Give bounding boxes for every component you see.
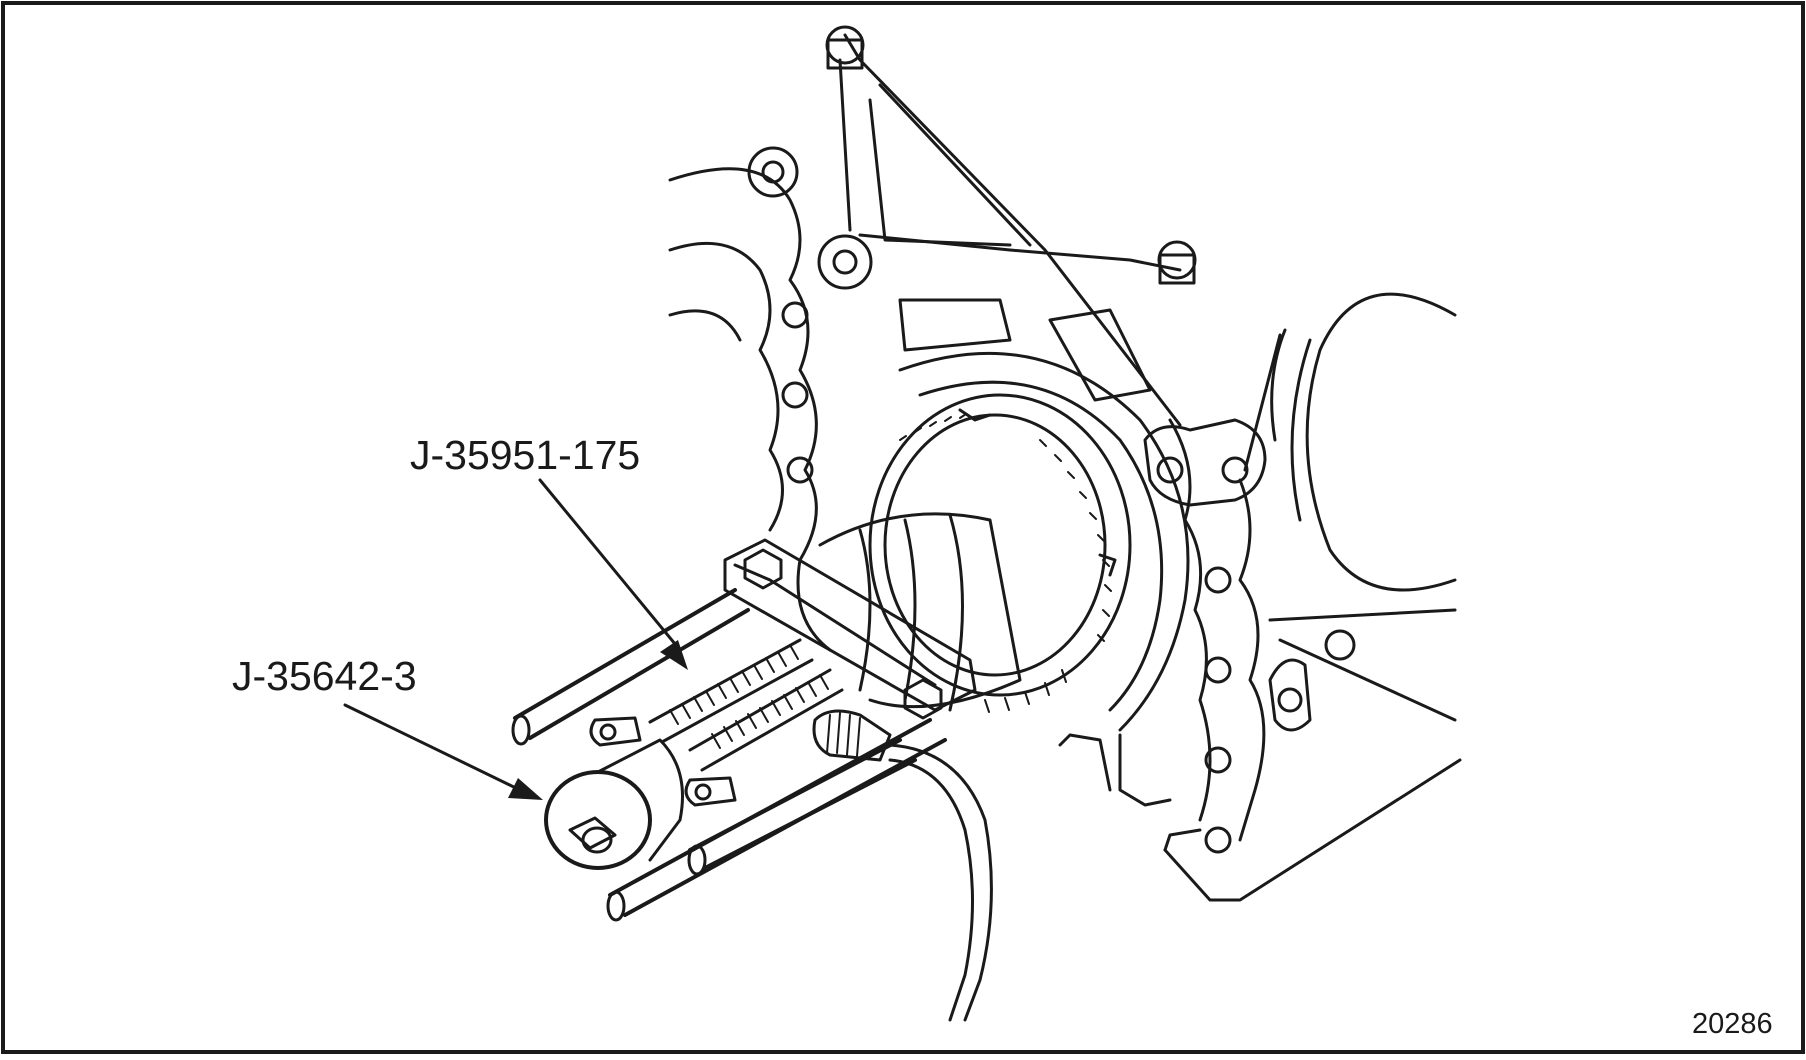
callout-label-j35951-175: J-35951-175 [410,432,641,478]
arrowhead-2 [508,778,543,800]
engine-housing [668,25,1462,902]
installer-tool [511,512,1022,1022]
leader-line-1 [538,478,682,652]
crankshaft-seal [868,393,1132,713]
leader-arrows [343,478,688,800]
arrowhead-1 [660,640,688,670]
callout-label-j35642-3: J-35642-3 [232,653,417,699]
threaded-screw [648,638,844,772]
figure-number: 20286 [1692,1008,1773,1040]
tone-wheel-teeth [899,413,1112,713]
leader-line-2 [343,703,522,792]
